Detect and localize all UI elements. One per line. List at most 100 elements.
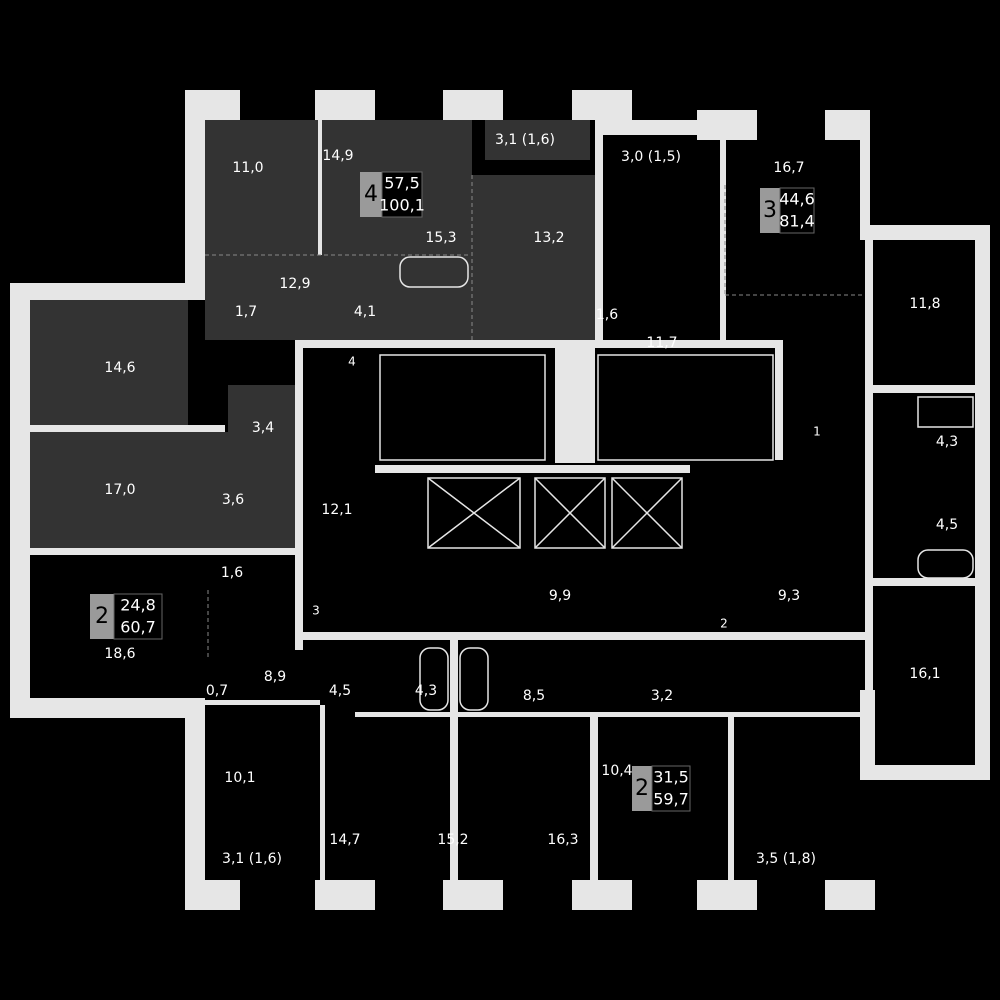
room-area: 8,5: [523, 688, 545, 704]
wall-segment: [555, 348, 595, 463]
room-area: 4,5: [936, 517, 958, 533]
room-area: 15,2: [437, 832, 468, 848]
wall-segment: [30, 425, 225, 432]
room-area: 3,6: [222, 492, 244, 508]
wall-segment: [720, 135, 726, 345]
wall-segment: [10, 698, 205, 718]
living-area: 24,8: [120, 596, 156, 615]
room-count: 2: [95, 604, 109, 629]
room-area: 10,1: [224, 770, 255, 786]
badge-area-bg: [651, 765, 691, 812]
room-area: 16,3: [547, 832, 578, 848]
total-area: 81,4: [779, 212, 815, 231]
wall-segment: [185, 90, 240, 120]
total-area: 100,1: [379, 196, 425, 215]
wall-segment: [30, 548, 295, 555]
corridor-number: 3: [312, 604, 320, 618]
wall-segment: [10, 283, 205, 300]
room-fill: [30, 300, 188, 425]
wall-segment: [375, 465, 690, 473]
wall-segment: [870, 385, 980, 393]
stair-right: [597, 354, 774, 461]
wall-segment: [697, 880, 757, 910]
room-area: 12,1: [321, 502, 352, 518]
bathtub-icons: [399, 256, 974, 711]
highlighted-apartment-rooms: [30, 120, 600, 548]
room-area: 3,2: [651, 688, 673, 704]
badge-area-bg: [779, 187, 815, 234]
wall-segment: [443, 90, 503, 120]
living-area: 44,6: [779, 190, 815, 209]
room-area: 9,9: [549, 588, 571, 604]
room-area: 16,1: [909, 666, 940, 682]
room-area: 8,9: [264, 669, 286, 685]
balcony-area: 3,1 (1,6): [222, 851, 282, 867]
wall-segment: [318, 120, 322, 255]
apartment-badge[interactable]: 2 24,8 60,7: [90, 593, 163, 640]
wall-segment: [860, 225, 990, 240]
walls: [10, 90, 990, 910]
badge-room-count-bg: [632, 766, 652, 811]
room-area: 9,3: [778, 588, 800, 604]
corridor-number: 1: [813, 425, 821, 439]
room-area: 12,9: [279, 276, 310, 292]
wall-segment: [572, 90, 632, 120]
living-area: 31,5: [653, 768, 689, 787]
wall-segment: [860, 690, 875, 780]
corridor-number: 2: [720, 617, 728, 631]
room-area: 1,7: [235, 304, 257, 320]
total-area: 60,7: [120, 618, 156, 637]
room-fill: [205, 468, 275, 548]
room-area: 14,7: [329, 832, 360, 848]
wall-segment: [295, 340, 303, 650]
room-area: 0,7: [206, 683, 228, 699]
room-area: 13,2: [533, 230, 564, 246]
wall-segment: [860, 765, 990, 780]
room-area: 3,4: [252, 420, 274, 436]
elevator-shafts: [427, 477, 683, 549]
total-area: 59,7: [653, 790, 689, 809]
badge-room-count-bg: [360, 172, 382, 217]
wall-segment: [600, 120, 720, 135]
wall-segment: [200, 700, 320, 705]
wall-segment: [825, 880, 875, 910]
wall-segment: [185, 880, 240, 910]
room-count: 3: [763, 198, 777, 223]
room-fill: [205, 255, 472, 340]
room-area: 4,3: [415, 683, 437, 699]
room-area: 11,8: [909, 296, 940, 312]
wall-segment: [870, 578, 980, 586]
badge-room-count-bg: [760, 188, 780, 233]
wall-segment: [295, 340, 780, 348]
room-area: 4,5: [329, 683, 351, 699]
room-area: 14,9: [322, 148, 353, 164]
balcony-area: 3,0 (1,5): [621, 149, 681, 165]
wall-segment: [185, 95, 205, 285]
wall-segment: [860, 110, 870, 230]
wall-segment: [10, 283, 30, 718]
room-area: 1,6: [221, 565, 243, 581]
room-area: 11,0: [232, 160, 263, 176]
room-fill: [228, 385, 295, 465]
room-area: 10,4: [601, 763, 632, 779]
wall-segment: [595, 120, 603, 345]
badge-area-bg: [113, 593, 163, 640]
wall-segment: [315, 90, 375, 120]
room-count: 4: [364, 182, 378, 207]
wall-segment: [355, 712, 865, 717]
room-count: 2: [635, 776, 649, 801]
room-area: 17,0: [104, 482, 135, 498]
badge-room-count-bg: [90, 594, 114, 639]
living-area: 57,5: [384, 174, 420, 193]
apartment-badge[interactable]: 4 57,5 100,1: [360, 171, 425, 218]
fixtures: [205, 175, 974, 711]
balcony-labels: 3,1 (1,6)3,0 (1,5)3,1 (1,6)3,5 (1,8): [222, 132, 816, 867]
room-area: 18,6: [104, 646, 135, 662]
wall-segment: [775, 340, 783, 460]
room-area: 16,7: [773, 160, 804, 176]
